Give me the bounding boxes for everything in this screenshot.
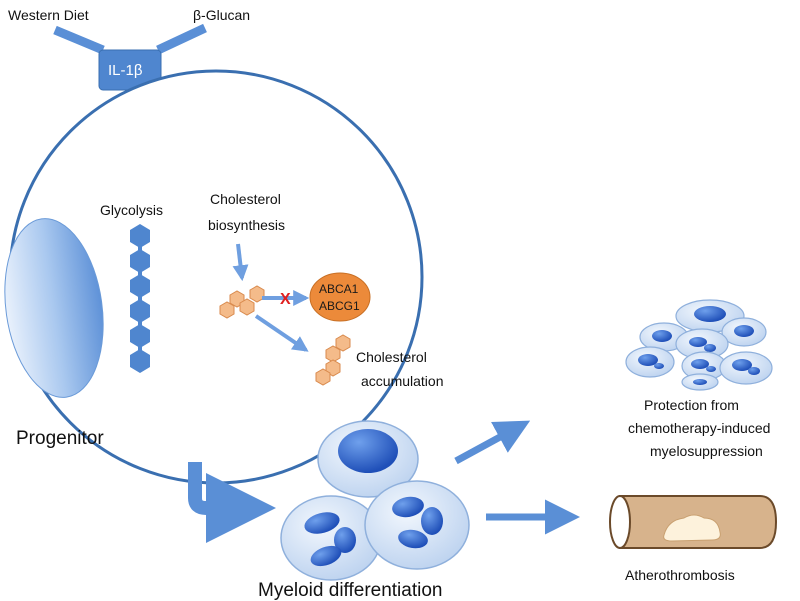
cholesterol-accumulation-label-1: Cholesterol [356, 349, 427, 365]
abcg1-label: ABCG1 [319, 299, 360, 313]
protection-label-3: myelosuppression [650, 443, 763, 459]
differentiation-arrow [188, 462, 276, 543]
atherothrombosis-vessel [609, 495, 778, 549]
cholesterol-molecule-1 [219, 285, 265, 319]
abca1-label: ABCA1 [319, 282, 359, 296]
abca1-abcg1-transporter [309, 272, 371, 322]
cholesterol-molecule-2 [315, 334, 351, 386]
protection-label-1: Protection from [644, 397, 739, 413]
progenitor-nucleus [4, 218, 104, 398]
myeloid-cell-top [317, 420, 419, 498]
glycolysis-label: Glycolysis [100, 202, 163, 218]
blocked-efflux-mark: X [280, 291, 291, 308]
western-diet-label: Western Diet [8, 7, 89, 23]
progenitor-label: Progenitor [16, 428, 104, 449]
cholesterol-accumulation-label-2: accumulation [361, 373, 444, 389]
cholesterol-biosynthesis-label-2: biosynthesis [208, 217, 285, 233]
myeloid-cell-right [364, 480, 470, 570]
western-diet-arrow [53, 25, 105, 55]
beta-glucan-arrow [156, 23, 207, 55]
myeloid-differentiation-label: Myeloid differentiation [258, 580, 442, 601]
atherothrombosis-label: Atherothrombosis [625, 567, 735, 583]
accumulation-arrow [254, 314, 309, 352]
biosynthesis-arrow [232, 243, 249, 282]
cholesterol-biosynthesis-label-1: Cholesterol [210, 191, 281, 207]
protected-cell-cluster [625, 299, 773, 391]
glycolysis-chain [130, 224, 150, 373]
il1b-label: IL-1β [108, 62, 143, 79]
beta-glucan-label: β-Glucan [193, 7, 250, 23]
myeloid-cell-left [280, 495, 382, 581]
protection-arrow [454, 420, 531, 465]
protection-label-2: chemotherapy-induced [628, 420, 770, 436]
